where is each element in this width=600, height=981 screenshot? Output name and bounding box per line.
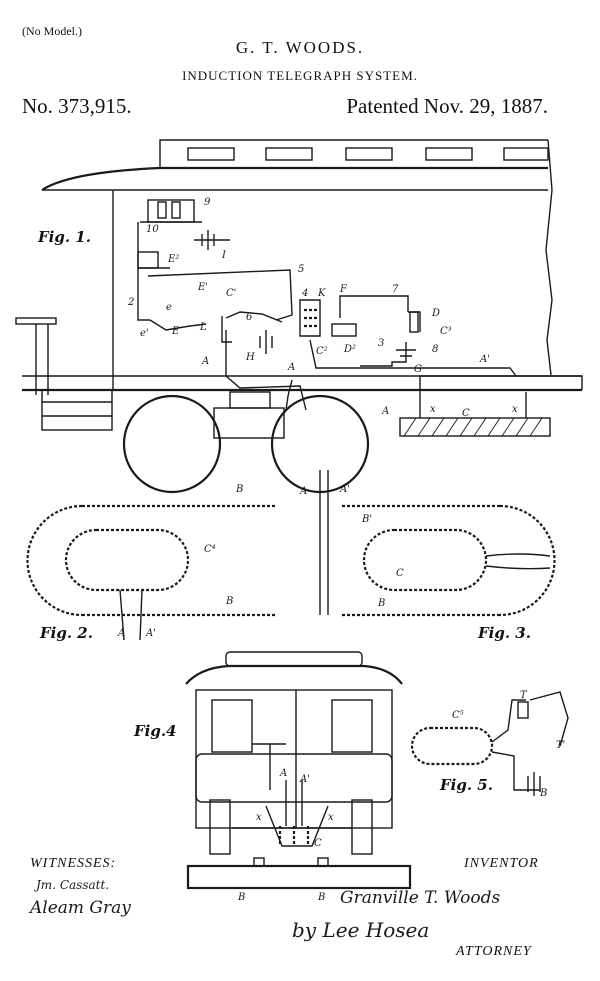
patent-title: INDUCTION TELEGRAPH SYSTEM. [182, 68, 418, 83]
witness-signature-1: Jm. Cassatt. [36, 878, 110, 892]
ref-label: T [520, 690, 528, 701]
ref-label: I [221, 250, 227, 261]
fig1-car-drawing [15, 139, 583, 494]
ref-label: A [279, 768, 287, 779]
figure-label-4: Fig.4 [134, 722, 177, 740]
fig3-coil-drawing [342, 504, 556, 617]
ref-label: 6 [246, 312, 253, 323]
ref-label: C [314, 838, 322, 849]
ref-label: 8 [432, 344, 438, 355]
ref-label: E² [167, 254, 179, 265]
ref-label: B [317, 892, 325, 903]
ref-label: 4 [301, 288, 308, 299]
ref-label: C [396, 568, 404, 579]
ref-label: C' [226, 288, 236, 299]
ref-label: E [171, 326, 180, 337]
ref-label: A [287, 362, 295, 373]
ref-label: B' [361, 514, 372, 525]
ref-label: B [235, 484, 243, 495]
ref-label: A' [339, 484, 350, 495]
ref-label: x [328, 812, 334, 823]
inventor-signature: Granville T. Woods [340, 888, 501, 908]
figure-label-5: Fig. 5. [440, 776, 493, 794]
patent-number: No. 373,915. [22, 94, 132, 118]
ref-label: 3 [378, 338, 384, 349]
ref-label: K [317, 288, 326, 299]
ref-label: 10 [146, 224, 159, 235]
attorney-label: ATTORNEY [456, 944, 532, 959]
ref-label: 5 [298, 264, 304, 275]
fig4-car-end-drawing [185, 651, 412, 890]
ref-label: B [237, 892, 245, 903]
ref-label: A' [299, 774, 310, 785]
ref-label: L [199, 322, 207, 333]
ref-label: 7 [392, 284, 399, 295]
ref-label: T' [556, 740, 565, 751]
ref-label: B [539, 788, 547, 799]
ref-label: C² [316, 346, 328, 357]
ref-label: x [256, 812, 262, 823]
ref-label: e' [140, 328, 149, 339]
ref-label: B [377, 598, 385, 609]
ref-label: E' [197, 282, 208, 293]
ref-label: C³ [440, 326, 452, 337]
reference-labels: 9 10 I E² 5 2 E' C' 6 4 K F 7 D C³ 3 8 G… [117, 197, 565, 903]
figure-label-2: Fig. 2. [40, 624, 93, 642]
ref-label: 2 [127, 297, 134, 308]
ref-label: A' [145, 628, 156, 639]
ref-label: A' [479, 354, 490, 365]
ref-label: H [245, 352, 255, 363]
figure-label-1: Fig. 1. [38, 228, 91, 246]
ref-label: B [225, 596, 233, 607]
patent-date: Patented Nov. 29, 1887. [346, 94, 548, 118]
ref-label: A [117, 628, 125, 639]
ref-label: D² [343, 344, 356, 355]
ref-label: x [430, 404, 436, 415]
ref-label: F [339, 284, 348, 295]
inventor-name: G. T. WOODS. [235, 38, 365, 57]
ref-label: A [299, 486, 307, 497]
figure-label-3: Fig. 3. [478, 624, 531, 642]
ref-label: C [462, 408, 470, 419]
ref-label: A [381, 406, 389, 417]
ref-label: x [512, 404, 518, 415]
ref-label: 9 [204, 197, 211, 208]
fig2-coil-drawing [26, 504, 275, 641]
ref-label: e [166, 302, 172, 313]
ref-label: C⁵ [452, 710, 464, 721]
ref-label: G [414, 364, 422, 375]
attorney-signature: by Lee Hosea [292, 918, 430, 942]
witness-signature-2: Aleam Gray [30, 898, 131, 918]
model-note: (No Model.) [22, 24, 82, 38]
line-wires [319, 470, 329, 615]
ref-label: D [431, 308, 440, 319]
ref-label: A [201, 356, 209, 367]
witnesses-label: WITNESSES: [30, 856, 117, 871]
inventor-label: INVENTOR [464, 856, 539, 871]
fig5-circuit-drawing [410, 691, 569, 796]
ref-label: C⁴ [204, 544, 216, 555]
